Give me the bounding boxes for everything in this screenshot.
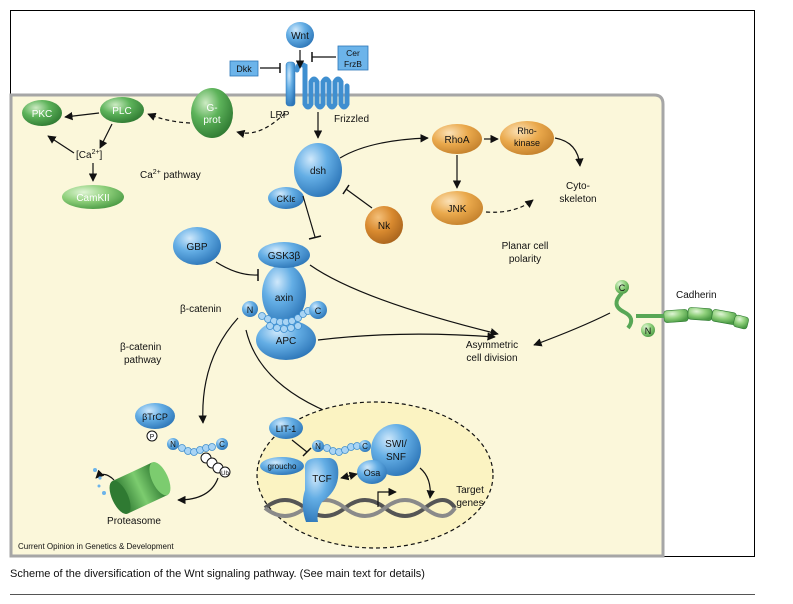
osa-label: Osa [364, 468, 381, 478]
bcat-c-terminus [309, 301, 327, 319]
target-label-1: Target [456, 485, 484, 496]
degr-bcat-n-label: N [170, 440, 176, 449]
nuc-bcat-n-label: N [315, 442, 321, 451]
degr-bcat-c-label: C [219, 440, 225, 449]
phospho-p [146, 430, 158, 442]
cadherin-label: Cadherin [676, 290, 717, 301]
nk-label: Nk [378, 221, 391, 232]
nk-node [365, 206, 403, 244]
source-credit: Current Opinion in Genetics & Developmen… [18, 542, 174, 551]
rhokinase-label-2: kinase [514, 138, 540, 148]
target-label-2: genes [456, 498, 483, 509]
nuc-bcat-c-label: C [362, 442, 368, 451]
gsk3b-node [258, 242, 310, 268]
ca-node-label: [Ca2+] [76, 149, 103, 161]
swisnf-label-1: SWI/ [385, 439, 407, 450]
frizzled-receptor [294, 62, 350, 110]
apc-label: APC [276, 336, 297, 347]
nuc-bcat-c [359, 440, 371, 452]
degr-bcat-n [167, 438, 179, 450]
gprot-label-1: G- [206, 103, 217, 114]
frzb-label: FrzB [344, 59, 362, 69]
swisnf-label-2: SNF [386, 452, 406, 463]
cadherin-n-terminus [641, 323, 655, 337]
groucho-node [260, 457, 304, 475]
asym-label-1: Asymmetric [466, 340, 518, 351]
tcf-node [302, 458, 339, 522]
gprot-label-2: prot [203, 115, 220, 126]
figure-caption: Scheme of the diversification of the Wnt… [10, 568, 425, 580]
btrcp-label: βTrCP [142, 412, 168, 422]
axin-node [262, 264, 306, 324]
degr-bcat-c [216, 438, 228, 450]
jnk-label: JNK [448, 204, 467, 215]
cytoskeleton-label-2: skeleton [559, 194, 596, 205]
proteasome-icon [109, 462, 171, 514]
bcat-c-label: C [315, 306, 322, 316]
pkc-label: PKC [32, 109, 53, 120]
tcf-label: TCF [312, 474, 331, 485]
ckie-node [268, 187, 304, 209]
plc-node [100, 97, 144, 123]
apc-node [256, 320, 316, 360]
phospho-p-label: P [150, 434, 155, 441]
nuc-bcat-chain [323, 442, 361, 456]
bcat-n-terminus [242, 301, 258, 317]
camkii-node [62, 185, 124, 209]
nuc-bcat-n [312, 440, 324, 452]
dkk-box [229, 60, 259, 77]
gsk3b-label: GSK3β [268, 251, 301, 262]
bcatenin-pathway-label-2: pathway [124, 355, 161, 366]
rhokinase-node [500, 121, 554, 155]
axin-label: axin [275, 293, 293, 304]
ckie-label: CKIε [276, 194, 295, 204]
cytoskeleton-label-1: Cyto- [566, 181, 590, 192]
lrp-label: LRP [270, 110, 290, 121]
groucho-label: groucho [268, 462, 297, 471]
osa-node [357, 460, 387, 484]
cadherin-c-label: C [619, 283, 626, 293]
bcat-n-label: N [247, 305, 254, 315]
bcatenin-label: β-catenin [180, 304, 221, 315]
dsh-label: dsh [310, 166, 326, 177]
peptide-fragments [93, 468, 106, 495]
planar-label-2: polarity [509, 254, 541, 265]
bcatenin-pathway-label-1: β-catenin [120, 342, 161, 353]
asym-label-2: cell division [466, 353, 517, 364]
dsh-node [294, 143, 342, 197]
cadherin-c-terminus [615, 280, 629, 294]
dkk-label: Dkk [236, 64, 252, 74]
cer-label: Cer [346, 48, 360, 58]
btrcp-node [135, 403, 175, 429]
swisnf-node [371, 424, 421, 476]
planar-label-1: Planar cell [502, 241, 549, 252]
degr-bcat-chain [178, 443, 216, 456]
gbp-label: GBP [186, 242, 207, 253]
caption-rule [10, 594, 755, 595]
lit1-node [269, 417, 303, 439]
lit1-label: LIT-1 [276, 424, 297, 434]
dna-helix [263, 498, 457, 518]
ca-pathway-label: Ca2+ pathway [140, 169, 201, 181]
cer-frzb-box [337, 45, 369, 71]
cadherin-n-label: N [645, 326, 652, 336]
proteasome-label: Proteasome [107, 516, 161, 527]
lrp-receptor [285, 61, 296, 107]
jnk-node [431, 191, 483, 225]
wnt-label: Wnt [291, 31, 309, 42]
gprot-node [191, 88, 233, 138]
plc-label: PLC [112, 106, 131, 117]
ubiquitin-chain [200, 452, 231, 478]
rhoa-label: RhoA [444, 135, 469, 146]
wnt-node [286, 22, 314, 48]
camkii-label: CamKII [76, 193, 109, 204]
gbp-node [173, 227, 221, 265]
rhokinase-label-1: Rho- [517, 126, 537, 136]
pkc-node [22, 100, 62, 126]
rhoa-node [432, 124, 482, 154]
frizzled-label: Frizzled [334, 114, 369, 125]
ub-label: Ub [221, 471, 229, 477]
cadherin-protein [614, 291, 749, 330]
